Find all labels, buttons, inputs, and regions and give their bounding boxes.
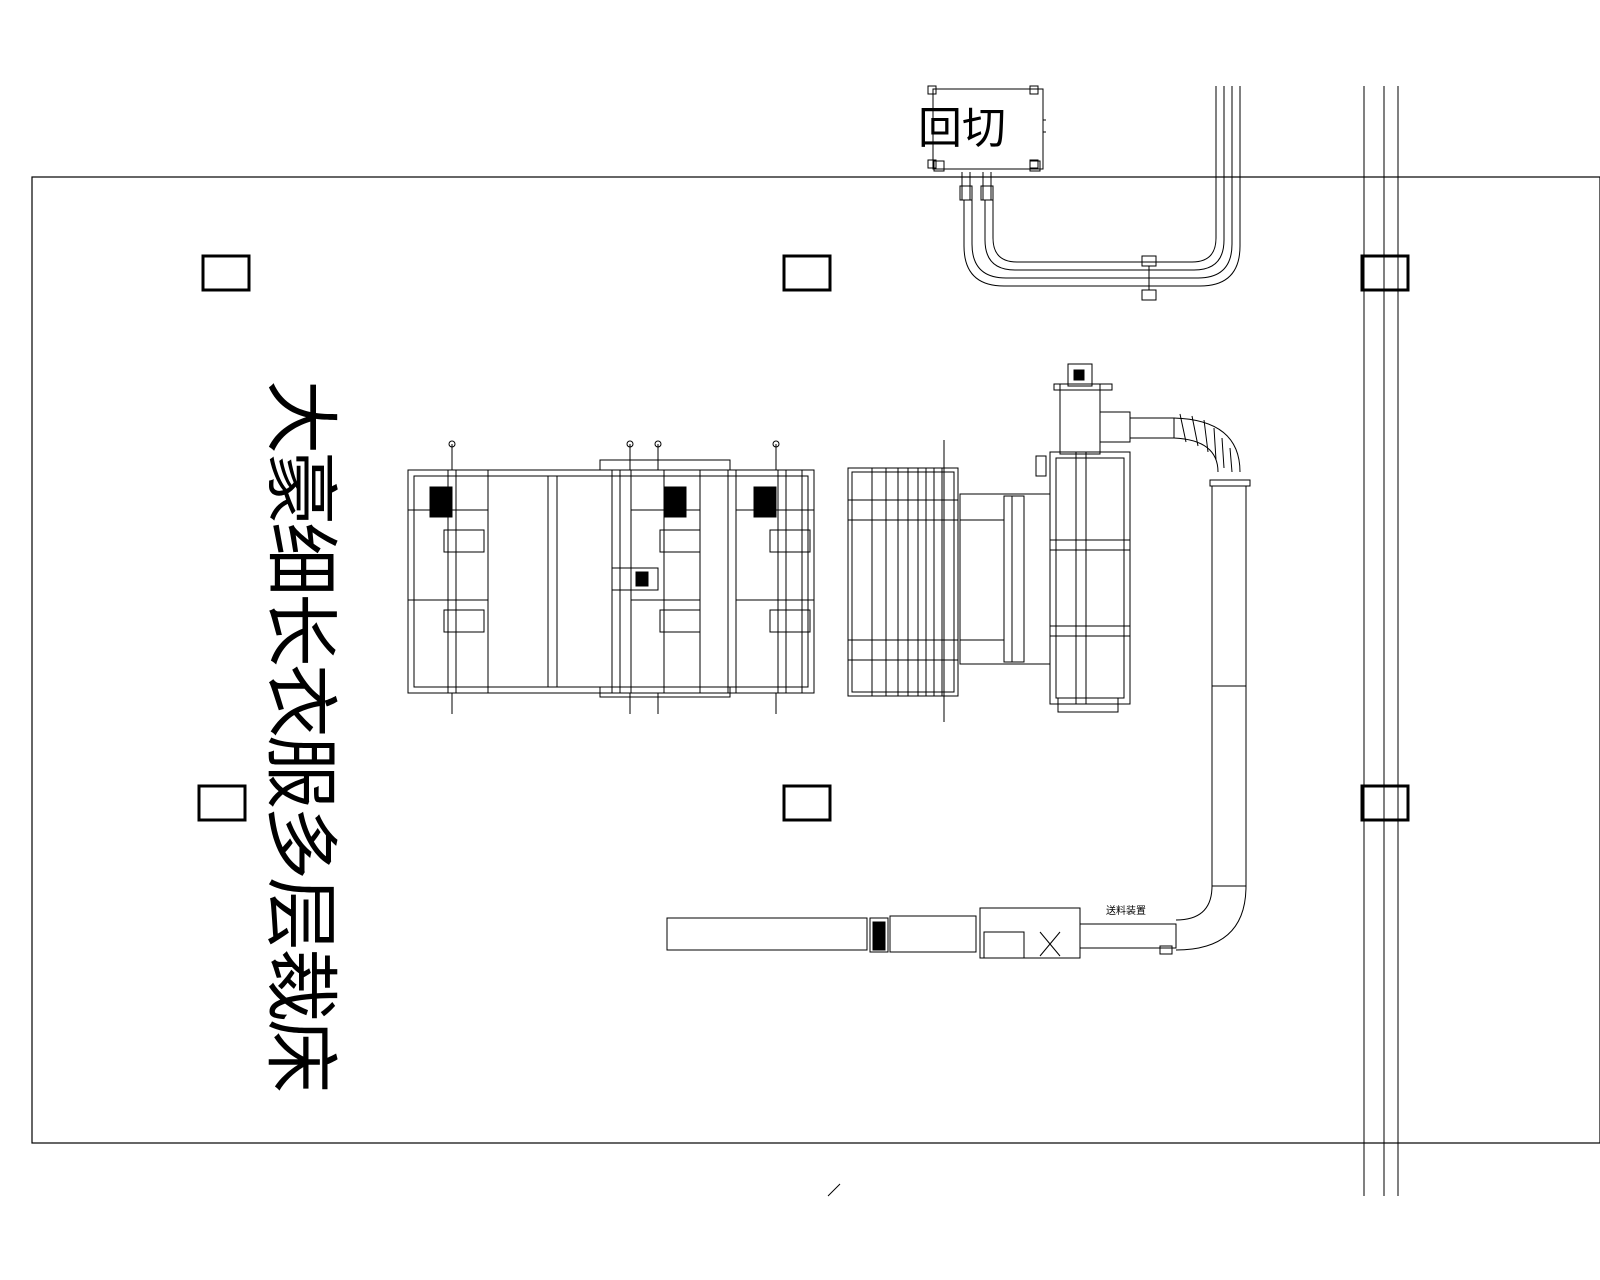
cutting-table bbox=[407, 440, 815, 714]
column bbox=[201, 254, 251, 292]
column bbox=[1360, 254, 1410, 292]
conveyor-bridge bbox=[959, 493, 1051, 665]
lower-feed-line bbox=[666, 907, 1177, 959]
top-room-label: 回切 bbox=[918, 103, 1006, 154]
column bbox=[782, 784, 832, 822]
feeder-frame bbox=[1035, 363, 1175, 713]
column bbox=[1360, 784, 1410, 822]
top-room bbox=[927, 85, 1046, 172]
feeder-note: 送料装置 bbox=[1106, 906, 1146, 917]
workshop-boundary bbox=[31, 176, 1600, 1144]
columns bbox=[197, 254, 1410, 822]
tick-mark bbox=[827, 1183, 841, 1197]
overhead-track bbox=[959, 86, 1241, 301]
column bbox=[197, 784, 247, 822]
top-partial-text bbox=[916, 70, 1116, 100]
vertical-title: 大豪细长衣服多层裁床 bbox=[257, 380, 343, 1090]
column bbox=[782, 254, 832, 292]
spreading-unit bbox=[847, 440, 959, 722]
air-duct bbox=[1173, 413, 1251, 951]
right-rails bbox=[1363, 86, 1399, 1196]
